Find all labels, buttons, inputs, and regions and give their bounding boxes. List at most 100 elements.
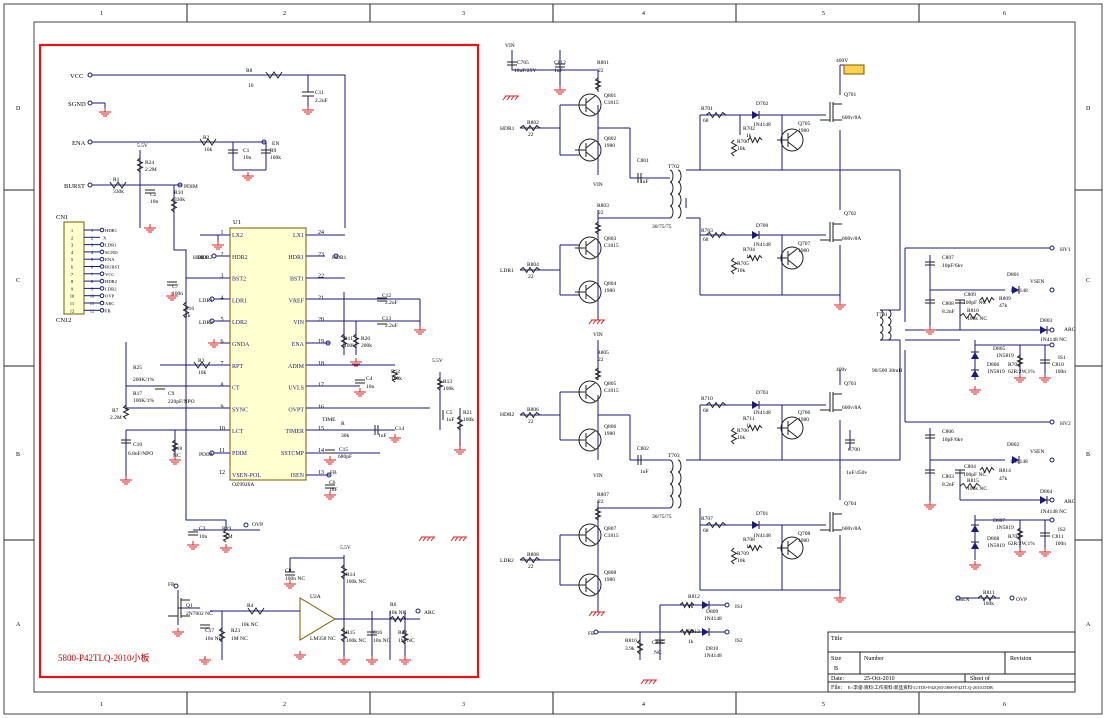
component-label: SGND — [68, 101, 86, 108]
component-label: PDIM — [184, 184, 198, 190]
ic-pin-name: PDIM — [232, 451, 248, 457]
ic-pin-name: LCT — [232, 429, 244, 435]
ic-pin-number: 13 — [318, 470, 324, 476]
component-label: Q805 — [604, 381, 616, 387]
resistor-icon — [594, 367, 602, 381]
component-label: TIME — [322, 417, 336, 423]
component-label: LDR2 — [500, 558, 514, 564]
component-label: R701 — [701, 106, 713, 112]
chassis-ground-icon — [600, 611, 605, 617]
component-label: 100n — [1055, 541, 1066, 547]
component-label: 22 — [528, 419, 534, 425]
component-label: 5.5V — [432, 358, 443, 364]
resistor-icon — [747, 136, 763, 144]
diode-icon — [971, 542, 979, 549]
component-label: Q704 — [844, 501, 856, 507]
net-port-icon — [209, 318, 215, 324]
component-label: R816 — [625, 638, 637, 644]
col-label: 1 — [100, 11, 103, 17]
component-label: R17 — [133, 391, 142, 397]
left-wiring — [92, 71, 461, 660]
net-port-icon — [243, 522, 249, 528]
component-label: C16 — [373, 630, 382, 636]
resistor-icon — [979, 296, 995, 304]
component-label: R706 — [737, 428, 749, 434]
transistor-icon — [585, 575, 596, 584]
component-label: 1uF — [640, 179, 649, 185]
net-port-icon — [1049, 342, 1055, 348]
diode-icon — [702, 601, 709, 609]
component-label: C802 — [637, 446, 649, 452]
component-label: R807 — [597, 492, 609, 498]
component-label: R811 — [983, 590, 995, 596]
col-label: 4 — [642, 702, 645, 708]
ic-body — [229, 227, 307, 481]
ic-pin-number: 11 — [219, 448, 225, 454]
component-label: OVP — [1016, 597, 1027, 603]
transistor-icon — [585, 282, 596, 291]
resistor-icon — [389, 615, 407, 623]
component-label: IS1 — [1058, 355, 1066, 361]
component-label: R3 — [198, 358, 205, 364]
component-label: 10pF/6kv — [942, 437, 963, 443]
component-label: 2.2M — [145, 167, 157, 173]
connector-pin-number: 1 — [71, 228, 74, 233]
ic-pin-name: HDR2 — [232, 255, 248, 261]
diode-icon — [971, 352, 979, 359]
component-label: 1nF — [329, 487, 338, 493]
ic-pin-name: TIMER — [285, 429, 304, 435]
component-label: VCC — [70, 73, 83, 80]
component-label: 1uF — [378, 433, 387, 439]
component-label: R7 — [112, 408, 119, 414]
col-label: 3 — [462, 702, 465, 708]
component-label: D807 — [993, 518, 1005, 524]
component-label: 6.8nF/NPO — [128, 451, 153, 457]
component-label: 1uF — [640, 469, 649, 475]
drawing-frame: 1 2 3 4 5 6 1 2 3 4 5 6 D C B A D C B A — [3, 3, 1103, 715]
resistor-icon — [218, 627, 226, 643]
net-port-icon — [211, 253, 217, 259]
component-label: Q806 — [604, 424, 616, 430]
component-label: R9 — [270, 148, 277, 154]
component-label: T701 — [876, 312, 888, 318]
component-label: 68 — [703, 528, 709, 534]
component-label: R11 — [344, 336, 353, 342]
component-label: Q804 — [604, 281, 616, 287]
component-label: R806 — [527, 407, 539, 413]
component-label: 22 — [598, 357, 604, 363]
col-label: 6 — [1003, 702, 1006, 708]
ic-pin-name: SSTCMP — [281, 451, 305, 457]
resistor-icon — [222, 529, 230, 543]
net-port-icon — [1049, 457, 1055, 463]
component-label: 1k — [688, 604, 694, 610]
component-label: R700 — [737, 139, 749, 145]
component-label: 100k — [983, 601, 994, 607]
col-label: 2 — [283, 702, 286, 708]
revision-label: Revision — [1010, 656, 1031, 662]
connector-ref-2: CN12 — [56, 317, 72, 324]
component-label: 10n NC — [373, 638, 391, 644]
resistor-icon — [730, 139, 738, 157]
component-label: FB — [168, 582, 175, 588]
date-value: 25-Oct-2010 — [864, 676, 895, 682]
ic-pin-number: 19 — [318, 339, 324, 345]
ic-pin-name: BST1 — [290, 277, 304, 283]
component-label: 10k — [737, 558, 746, 564]
ic-pin-name: LDR1 — [232, 298, 247, 304]
chassis-ground-icon — [418, 536, 423, 542]
resistor-icon — [594, 507, 602, 521]
component-label: C803 — [942, 474, 954, 480]
component-label: D805 — [993, 346, 1005, 352]
component-label: Q707 — [798, 241, 810, 247]
component-label: 62R/2W,1% — [1008, 541, 1035, 547]
component-label: 400V — [836, 58, 848, 64]
col-label: 6 — [1003, 11, 1006, 17]
chassis-ground-icon — [588, 611, 593, 617]
ic-pin-number: 22 — [318, 274, 324, 280]
transistor-icon — [585, 106, 596, 115]
component-label: 68 — [703, 118, 709, 124]
component-label: 10n — [243, 155, 252, 161]
component-label: VIN — [505, 43, 515, 49]
transformer-winding-icon — [879, 309, 884, 341]
net-port-icon — [1009, 595, 1015, 601]
